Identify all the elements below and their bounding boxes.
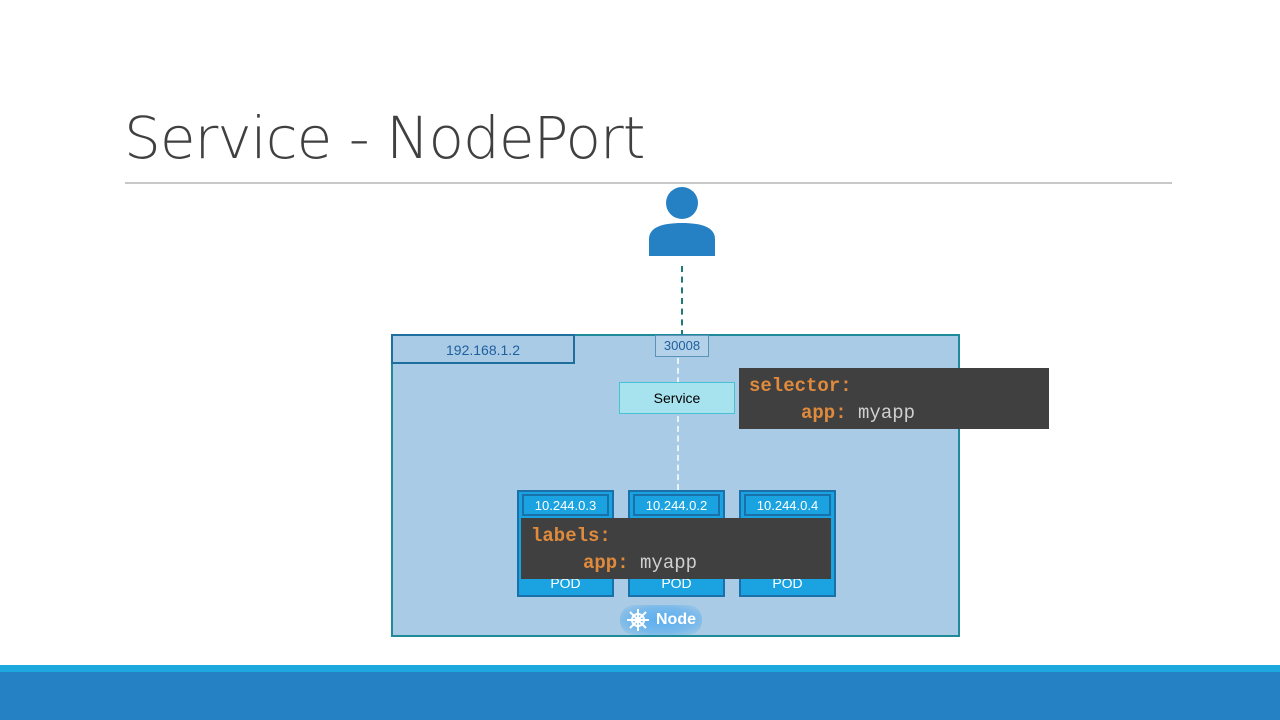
user-connection-line (681, 266, 683, 336)
node-label: Node (620, 605, 702, 635)
service-box: Service (619, 382, 735, 414)
pod-label: POD (661, 575, 692, 591)
pod-label: POD (550, 575, 581, 591)
footer-bar (0, 672, 1280, 720)
labels-app-key: app: (583, 552, 629, 574)
pod-label: POD (772, 575, 803, 591)
selector-app-key: app: (801, 402, 847, 424)
service-connection-line (677, 358, 679, 490)
node-label-text: Node (656, 611, 696, 628)
user-icon (649, 187, 715, 256)
labels-code-block: labels: app: myapp (521, 518, 831, 579)
selector-code-block: selector: app: myapp (739, 368, 1049, 429)
labels-app-value: myapp (640, 552, 698, 574)
selector-app-value: myapp (858, 402, 916, 424)
selector-key: selector: (749, 375, 852, 397)
pod-ip: 10.244.0.3 (522, 494, 609, 516)
node-ip: 192.168.1.2 (391, 334, 575, 364)
pod-ip: 10.244.0.4 (744, 494, 831, 516)
pod-ip: 10.244.0.2 (633, 494, 720, 516)
labels-key: labels: (531, 525, 611, 547)
title-divider (125, 182, 1172, 184)
footer-stripe (0, 665, 1280, 672)
node-port: 30008 (655, 335, 709, 357)
kubernetes-helm-icon (627, 609, 649, 631)
slide-title: Service - NodePort (124, 104, 646, 172)
